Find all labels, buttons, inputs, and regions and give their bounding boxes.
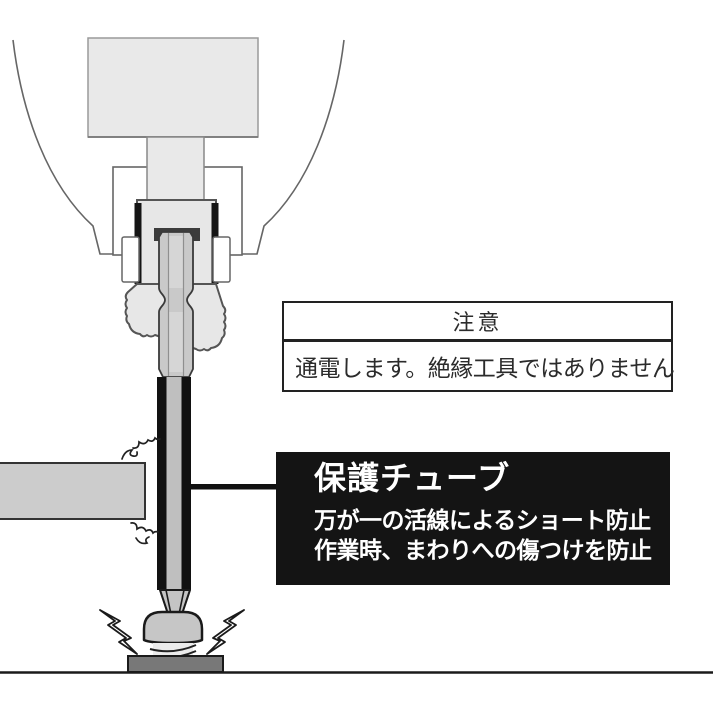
label-description-line1: 万が一の活線によるショート防止	[314, 507, 651, 533]
motor-block	[87, 37, 259, 138]
hex-bit	[158, 231, 194, 378]
leader-line	[188, 484, 278, 490]
lightning-bolt-icon-right	[206, 609, 245, 655]
lightning-bolt-icon-left	[99, 609, 138, 655]
label-title: 保護チューブ	[314, 460, 511, 496]
screw	[142, 610, 204, 662]
chuck-tab-right	[212, 236, 231, 283]
chuck-tab-left	[121, 236, 140, 283]
protective-tube-label-box: 保護チューブ 万が一の活線によるショート防止 作業時、まわりへの傷つけを防止	[276, 452, 670, 585]
obstacle-plate	[0, 462, 146, 520]
protective-tube	[157, 377, 191, 590]
spindle-shaft	[146, 136, 205, 206]
caution-title: 注意	[284, 303, 671, 342]
drill-body-outline	[12, 39, 345, 255]
caution-box: 注意 通電します。絶縁工具ではありません	[282, 301, 675, 392]
scratch-mark-icon-upper	[121, 436, 161, 460]
base-plate	[127, 655, 224, 673]
caution-text: 通電します。絶縁工具ではありません	[295, 355, 675, 381]
label-description-line2: 作業時、まわりへの傷つけを防止	[314, 537, 652, 563]
